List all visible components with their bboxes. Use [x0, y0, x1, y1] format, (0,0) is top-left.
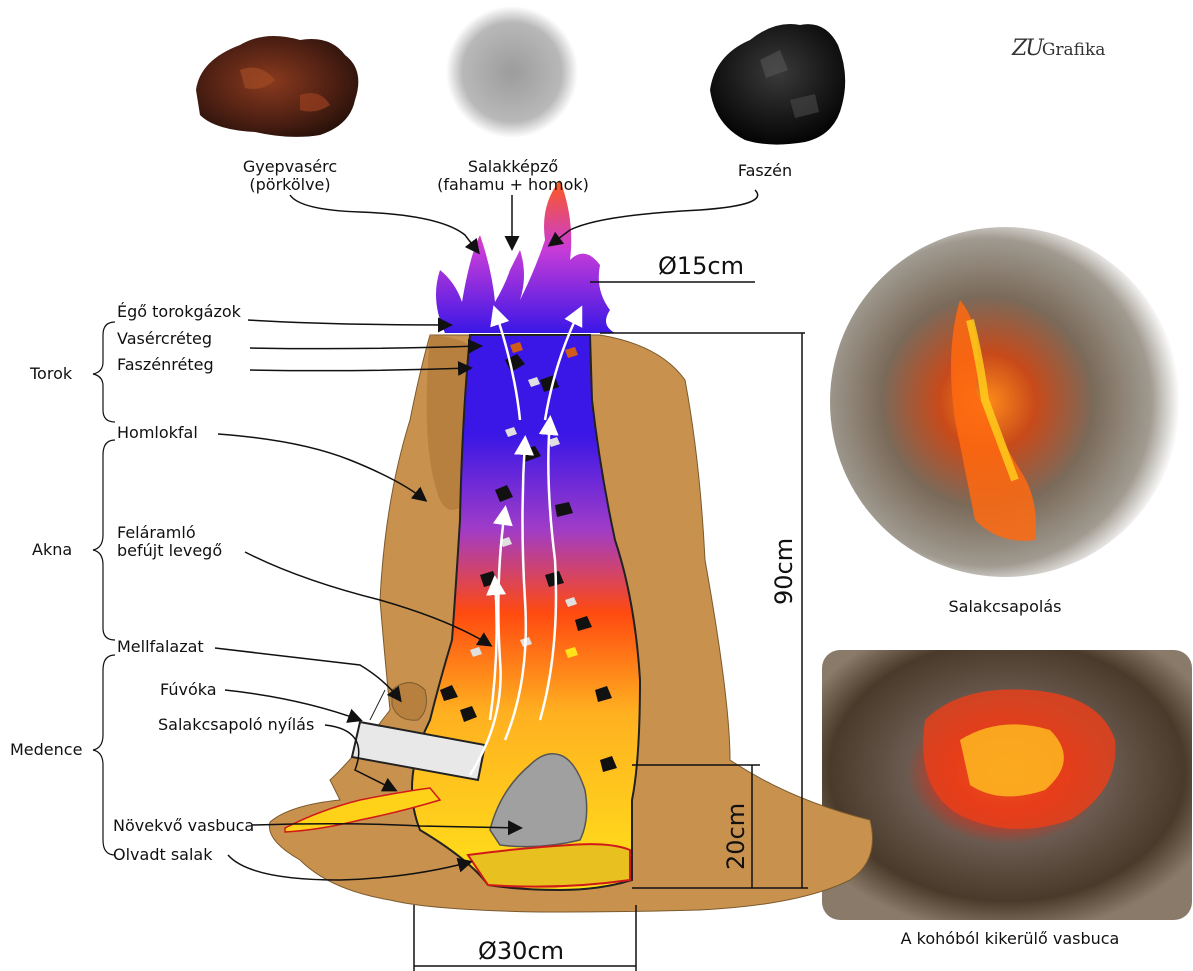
bottom-diameter-label: Ø30cm	[478, 938, 564, 964]
zone-hearth-label: Medence	[10, 741, 82, 759]
air-label-line1: Feláramló	[117, 524, 222, 542]
flux-title: Salakképző	[428, 158, 598, 176]
ore-sample-image	[196, 36, 358, 137]
bloom-photo-caption: A kohóból kikerülő vasbuca	[860, 930, 1160, 948]
ore-layer-label: Vasércréteg	[117, 330, 212, 348]
air-label-line2: befújt levegő	[117, 542, 222, 560]
zone-braces	[93, 322, 115, 855]
air-label: Feláramló befújt levegő	[117, 524, 222, 560]
gases-label: Égő torokgázok	[117, 303, 241, 321]
tuyere-label: Fúvóka	[160, 681, 217, 699]
flux-note: (fahamu + homok)	[428, 176, 598, 194]
flux-sample-image	[446, 6, 578, 138]
charcoal-label: Faszén	[725, 162, 805, 180]
ore-title: Gyepvasérc	[220, 158, 360, 176]
tapping-photo-caption: Salakcsapolás	[905, 598, 1105, 616]
front-wall-label: Homlokfal	[117, 424, 198, 442]
ore-label: Gyepvasérc (pörkölve)	[220, 158, 360, 194]
charcoal-layer-label: Faszénréteg	[117, 356, 214, 374]
charcoal-sample-image	[710, 24, 845, 145]
bloom-label: Növekvő vasbuca	[113, 817, 254, 835]
breast-wall-label: Mellfalazat	[117, 638, 204, 656]
slag-hole-label: Salakcsapoló nyílás	[158, 716, 314, 734]
zone-shaft-label: Akna	[32, 541, 72, 559]
hearth-height-label: 20cm	[722, 803, 750, 870]
flux-label: Salakképző (fahamu + homok)	[428, 158, 598, 194]
ore-note: (pörkölve)	[220, 176, 360, 194]
slag-label: Olvadt salak	[113, 846, 212, 864]
zone-top-label: Torok	[30, 365, 72, 383]
height-label: 90cm	[770, 538, 798, 605]
top-flames	[436, 180, 615, 333]
top-diameter-label: Ø15cm	[658, 253, 744, 279]
